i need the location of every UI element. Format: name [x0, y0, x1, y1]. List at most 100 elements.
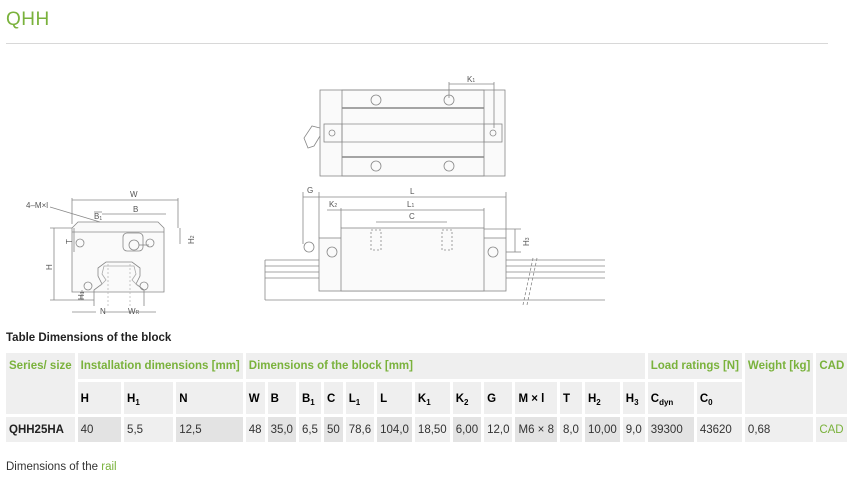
series-value: QHH25HA [6, 417, 75, 442]
header-weight: Weight [kg] [744, 353, 814, 414]
column-header-main: N [179, 393, 188, 405]
label-B: B [133, 205, 138, 214]
header-installation: Installation dimensions [mm] [77, 353, 243, 379]
column-header-subscript: 1 [426, 398, 431, 407]
table-cell: 6,00 [452, 417, 482, 442]
bolt-hole [443, 160, 455, 172]
column-header-main: H [80, 393, 89, 405]
column-header-main: L [348, 393, 356, 405]
column-header: K1 [414, 382, 450, 414]
table-cell: 39300 [647, 417, 694, 442]
bolt-hole [83, 281, 93, 291]
label-K1: K1 [467, 75, 475, 84]
bolt-hole [370, 94, 382, 106]
column-header: N [176, 382, 243, 414]
rail-dimensions-footer: Dimensions of the rail [6, 461, 117, 473]
page-title: QHH [6, 9, 50, 30]
table-cell: 35,0 [267, 417, 296, 442]
label-WR: WR [128, 307, 140, 316]
column-header-main: B [301, 393, 311, 405]
column-header-main: B [270, 393, 279, 405]
header-block-dimensions: Dimensions of the block [mm] [245, 353, 645, 379]
column-header-main: K [455, 393, 465, 405]
column-header: W [245, 382, 265, 414]
block-dimensions-table: Series/ size Installation dimensions [mm… [3, 350, 847, 445]
cad-link[interactable]: CAD [816, 417, 847, 442]
column-header-main: C [699, 393, 709, 405]
column-header: T [559, 382, 582, 414]
column-header: M × l [515, 382, 557, 414]
footer-text: Dimensions of the [6, 461, 102, 473]
column-header-subscript: 0 [708, 398, 713, 407]
column-header-subscript: 2 [596, 398, 601, 407]
block-outline [71, 221, 165, 293]
column-header: H3 [622, 382, 645, 414]
label-B1: B1 [94, 212, 102, 222]
column-header-main: T [562, 393, 570, 405]
rail-link[interactable]: rail [101, 461, 117, 473]
label-H: H [45, 264, 54, 270]
column-header: B [267, 382, 296, 414]
bolt-hole [145, 238, 155, 248]
table-cell: 9,0 [622, 417, 645, 442]
top-view-drawing: K1 [303, 75, 506, 177]
label-W: W [130, 190, 138, 199]
column-header-main: L [380, 393, 388, 405]
table-group-header-row: Series/ size Installation dimensions [mm… [6, 353, 847, 414]
label-H1: H1 [77, 291, 86, 300]
column-header-main: M × l [518, 393, 545, 405]
table-cell: 50 [323, 417, 343, 442]
front-view-drawing: 4–M×l W B B1 T H H1 H2 N WR [26, 190, 196, 316]
table-cell: 48 [245, 417, 265, 442]
column-header-subscript: dyn [659, 398, 674, 407]
column-header-subscript: 1 [355, 398, 361, 407]
column-header: L1 [345, 382, 375, 414]
label-L1: L1 [407, 200, 414, 209]
column-header: L [377, 382, 412, 414]
label-N: N [100, 307, 106, 316]
column-header-subscript: 2 [464, 398, 469, 407]
table-cell: M6 × 8 [515, 417, 557, 442]
column-header: C0 [696, 382, 742, 414]
table-cell: 18,50 [414, 417, 450, 442]
column-header: H1 [124, 382, 174, 414]
table-cell: 78,6 [345, 417, 375, 442]
column-header: H2 [584, 382, 620, 414]
label-L: L [410, 187, 415, 196]
table-cell: 12,5 [176, 417, 243, 442]
table-cell: 40 [77, 417, 122, 442]
bolt-hole [370, 160, 382, 172]
column-header-subscript: 1 [135, 398, 140, 407]
bolt-hole [75, 238, 85, 248]
header-cad: CAD [816, 353, 847, 414]
table-cell: 10,00 [584, 417, 620, 442]
column-header: B1 [298, 382, 321, 414]
column-header-main: H [625, 393, 635, 405]
column-header-main: H [587, 393, 597, 405]
label-H3: H3 [522, 237, 531, 246]
table-cell: 104,0 [377, 417, 412, 442]
column-header-main: C [326, 393, 336, 405]
label-G: G [307, 186, 313, 195]
label-T: T [65, 239, 74, 244]
weight-value: 0,68 [744, 417, 814, 442]
table-cell: 8,0 [559, 417, 582, 442]
label-C: C [409, 212, 415, 221]
table-caption: Table Dimensions of the block [6, 332, 172, 344]
title-divider [6, 43, 828, 44]
column-header: C [323, 382, 343, 414]
column-header-main: K [417, 393, 427, 405]
column-header: Cdyn [647, 382, 694, 414]
label-mxl: 4–M×l [26, 201, 48, 210]
column-header: H [77, 382, 122, 414]
header-series: Series/ size [6, 353, 75, 414]
header-load-ratings: Load ratings [N] [647, 353, 742, 379]
table-cell: 5,5 [124, 417, 174, 442]
column-header: K2 [452, 382, 482, 414]
table-cell: 12,0 [484, 417, 513, 442]
column-header-main: C [650, 393, 660, 405]
table-cell: 43620 [696, 417, 742, 442]
lube-nipple [303, 241, 315, 253]
